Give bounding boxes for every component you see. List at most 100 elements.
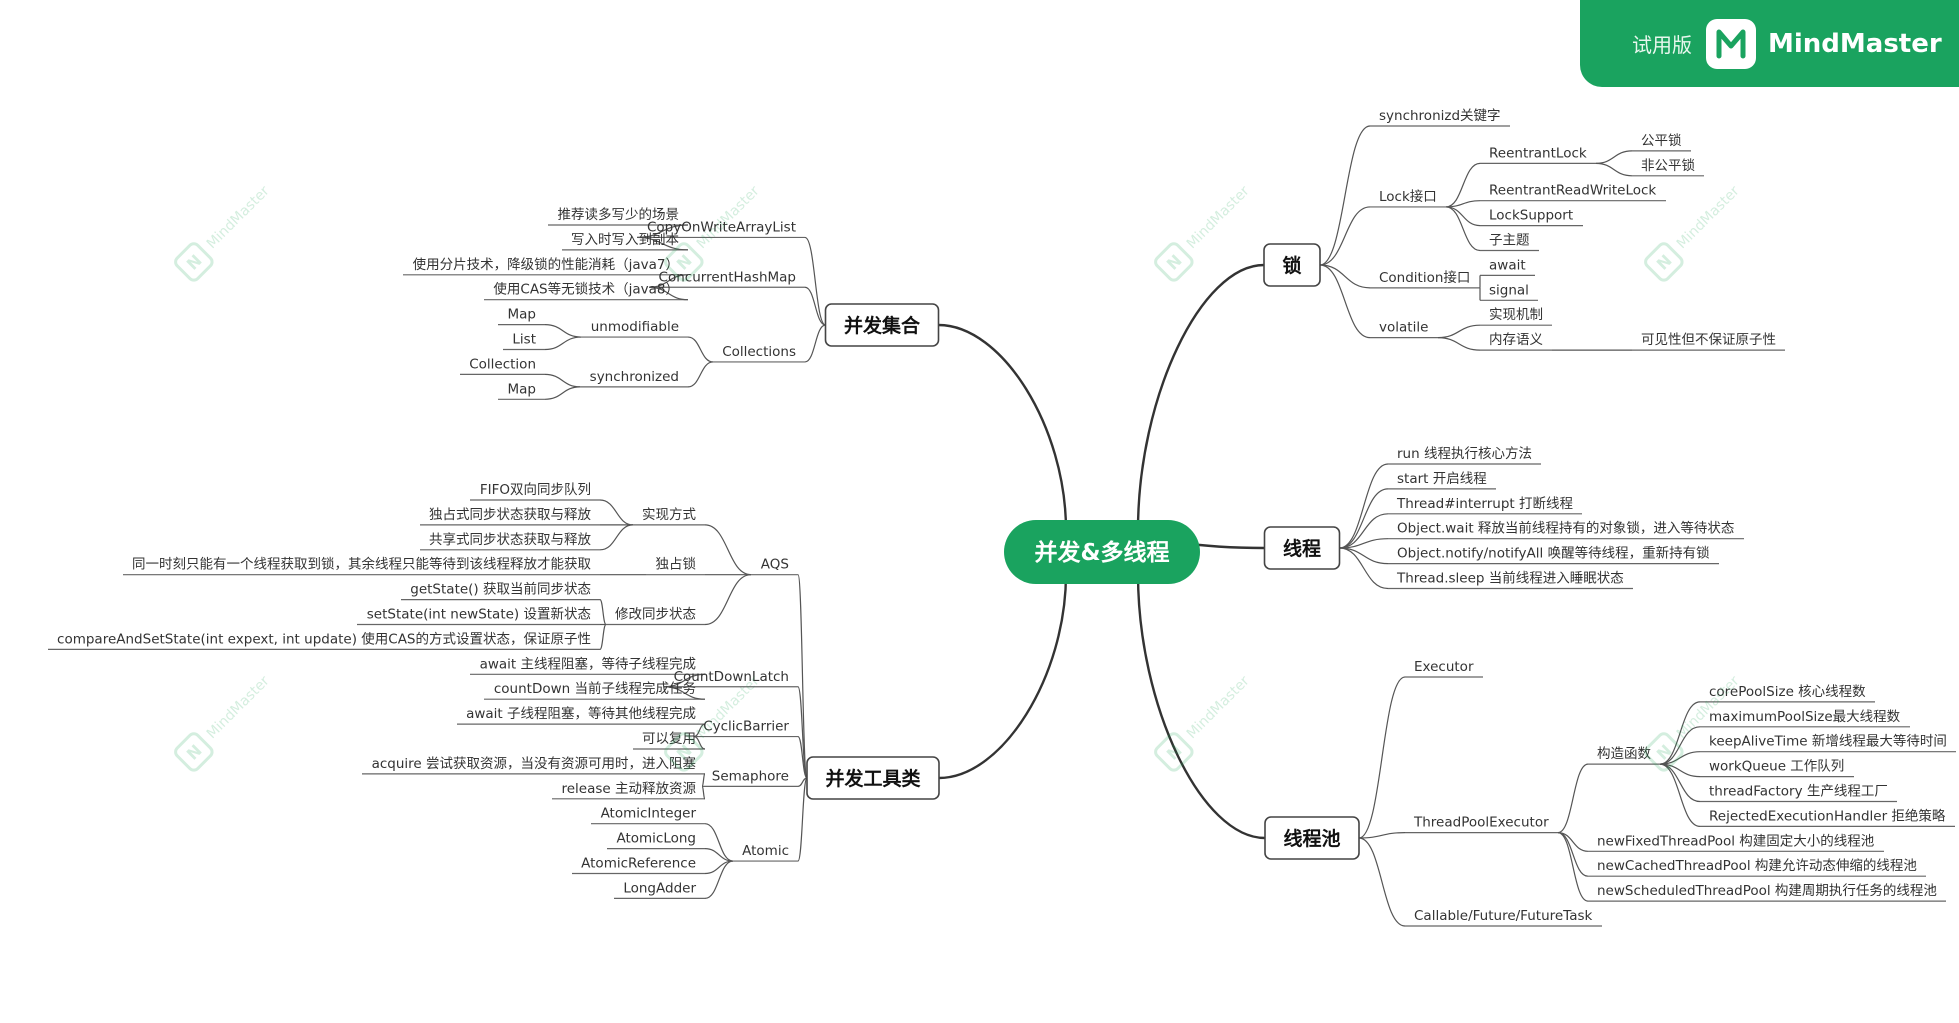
topic-node[interactable]: newCachedThreadPool 构建允许动态伸缩的线程池 <box>1597 858 1917 874</box>
branch-label: 线程池 <box>1283 827 1340 850</box>
topic-node[interactable]: threadFactory 生产线程工厂 <box>1709 784 1888 800</box>
topic-node[interactable]: 写入时写入到副本 <box>571 232 679 248</box>
branch-node[interactable]: 线程池 <box>1264 816 1360 860</box>
topic-node[interactable]: 公平锁 <box>1641 133 1682 149</box>
topic-node[interactable]: Executor <box>1414 659 1474 675</box>
branch-node-shape <box>1264 816 1360 860</box>
topic-node[interactable]: start 开启线程 <box>1397 471 1487 487</box>
topic-node[interactable]: Map <box>508 381 537 397</box>
topic-node[interactable]: keepAliveTime 新增线程最大等待时间 <box>1709 733 1947 750</box>
topic-edge <box>704 823 734 862</box>
topic-node[interactable]: Collection <box>469 356 536 372</box>
topic-node[interactable]: await <box>1489 257 1526 273</box>
topic-edge <box>797 777 808 862</box>
topic-node[interactable]: Atomic <box>742 843 789 859</box>
topic-node[interactable]: 使用分片技术，降级锁的性能消耗（java7） <box>413 256 679 273</box>
topic-node[interactable]: await 主线程阻塞，等待子线程完成 <box>480 655 696 672</box>
topic-node[interactable]: 可见性但不保证原子性 <box>1641 332 1776 348</box>
topic-node[interactable]: ReentrantLock <box>1489 145 1587 161</box>
topic-node[interactable]: Thread.sleep 当前线程进入睡眠状态 <box>1396 570 1624 587</box>
mindmaster-logo-icon <box>1706 18 1756 69</box>
topic-node[interactable]: Collections <box>722 344 796 360</box>
topic-node[interactable]: 同一时刻只能有一个线程获取到锁，其余线程只能等待到该线程释放才能获取 <box>132 556 591 573</box>
topic-node[interactable]: Callable/Future/FutureTask <box>1414 908 1592 924</box>
topic-node[interactable]: run 线程执行核心方法 <box>1397 446 1532 462</box>
topic-node[interactable]: CyclicBarrier <box>703 719 789 735</box>
topic-node[interactable]: 子主题 <box>1489 233 1530 249</box>
topic-node[interactable]: LockSupport <box>1489 208 1573 224</box>
topic-edge <box>1557 832 1589 902</box>
topic-node[interactable]: 构造函数 <box>1597 746 1651 762</box>
topic-node[interactable]: workQueue 工作队列 <box>1709 759 1844 775</box>
topic-node[interactable]: await 子线程阻塞，等待其他线程完成 <box>466 705 696 722</box>
topic-node[interactable]: 可以复用 <box>642 730 696 747</box>
topic-node[interactable]: ThreadPoolExecutor <box>1413 815 1549 831</box>
topic-node[interactable]: setState(int newState) 设置新状态 <box>367 607 591 623</box>
branch-label: 并发集合 <box>844 314 921 337</box>
topic-node[interactable]: RejectedExecutionHandler 拒绝策略 <box>1709 807 1946 824</box>
topic-node[interactable]: 使用CAS等无锁技术（java8） <box>493 281 679 298</box>
topic-node[interactable]: signal <box>1489 282 1529 298</box>
topic-node[interactable]: maximumPoolSize最大线程数 <box>1709 709 1901 725</box>
topic-node[interactable]: Condition接口 <box>1379 269 1470 286</box>
topic-node[interactable]: 独占式同步状态获取与释放 <box>429 507 591 523</box>
topic-node[interactable]: AtomicInteger <box>601 806 697 822</box>
topic-node[interactable]: LongAdder <box>623 880 696 896</box>
topic-node[interactable]: 实现机制 <box>1489 307 1543 323</box>
topic-node[interactable]: 修改同步状态 <box>615 607 696 623</box>
topic-node[interactable]: countDown 当前子线程完成任务 <box>494 680 696 697</box>
topic-node[interactable]: 实现方式 <box>642 507 696 523</box>
trial-badge[interactable]: 试用版 MindMaster <box>1580 0 1959 87</box>
topic-edge <box>1339 463 1389 549</box>
topic-node[interactable]: ReentrantReadWriteLock <box>1489 183 1656 199</box>
topic-node[interactable]: AtomicReference <box>581 856 696 872</box>
topic-edge <box>1319 125 1371 266</box>
topic-node[interactable]: synchronized <box>590 369 679 385</box>
topic-node[interactable]: AtomicLong <box>616 831 696 847</box>
root-node[interactable]: 并发&多线程 <box>1004 520 1200 584</box>
topic-node[interactable]: Map <box>508 307 537 323</box>
topic-edge <box>704 524 752 576</box>
topic-node[interactable]: ConcurrentHashMap <box>659 269 796 285</box>
topic-edge <box>599 599 607 626</box>
topic-edge <box>1659 726 1701 765</box>
branch-label: 并发工具类 <box>825 767 920 790</box>
topic-node[interactable]: newFixedThreadPool 构建固定大小的线程池 <box>1597 833 1874 849</box>
topic-edge <box>1358 676 1406 839</box>
topic-node[interactable]: List <box>512 332 536 348</box>
topic-node[interactable]: corePoolSize 核心线程数 <box>1709 684 1866 700</box>
topic-node[interactable]: 非公平锁 <box>1641 158 1695 174</box>
topic-node[interactable]: volatile <box>1379 320 1428 336</box>
branch-node[interactable]: 并发集合 <box>824 303 940 347</box>
topic-edge <box>1445 206 1481 252</box>
topic-node[interactable]: getState() 获取当前同步状态 <box>410 581 591 598</box>
topic-node[interactable]: newScheduledThreadPool 构建周期执行任务的线程池 <box>1597 883 1937 899</box>
branch-node[interactable]: 并发工具类 <box>806 756 940 800</box>
topic-node[interactable]: Semaphore <box>712 768 789 784</box>
topic-node[interactable]: 独占锁 <box>656 557 697 573</box>
root-node-shape <box>1004 520 1200 584</box>
topic-edge <box>544 336 582 351</box>
topic-edge <box>797 777 808 787</box>
topic-node[interactable]: Object.notify/notifyAll 唤醒等待线程，重新持有锁 <box>1397 545 1710 562</box>
topic-node[interactable]: acquire 尝试获取资源，当没有资源可用时，进入阻塞 <box>372 755 697 772</box>
topic-node[interactable]: release 主动释放资源 <box>561 781 696 797</box>
topic-node[interactable]: synchronizd关键字 <box>1379 108 1501 124</box>
topic-node[interactable]: Object.wait 释放当前线程持有的对象锁，进入等待状态 <box>1397 520 1734 537</box>
topic-node[interactable]: CountDownLatch <box>674 669 789 685</box>
topic-node[interactable]: CopyOnWriteArrayList <box>647 219 796 235</box>
topic-edge <box>704 574 752 626</box>
branch-node[interactable]: 线程 <box>1263 526 1341 570</box>
topic-node[interactable]: 内存语义 <box>1489 332 1543 348</box>
topic-node[interactable]: FIFO双向同步队列 <box>480 482 591 498</box>
topic-node[interactable]: Lock接口 <box>1379 188 1437 205</box>
branch-node[interactable]: 锁 <box>1263 243 1321 287</box>
topic-node[interactable]: unmodifiable <box>591 319 679 335</box>
topic-node[interactable]: 推荐读多写少的场景 <box>558 206 680 223</box>
topic-edge <box>599 623 607 650</box>
topic-node[interactable]: Thread#interrupt 打断线程 <box>1396 495 1573 512</box>
topic-node[interactable]: AQS <box>761 557 789 573</box>
topic-node[interactable]: compareAndSetState(int expext, int updat… <box>57 630 591 647</box>
topic-node[interactable]: 共享式同步状态获取与释放 <box>429 531 591 548</box>
